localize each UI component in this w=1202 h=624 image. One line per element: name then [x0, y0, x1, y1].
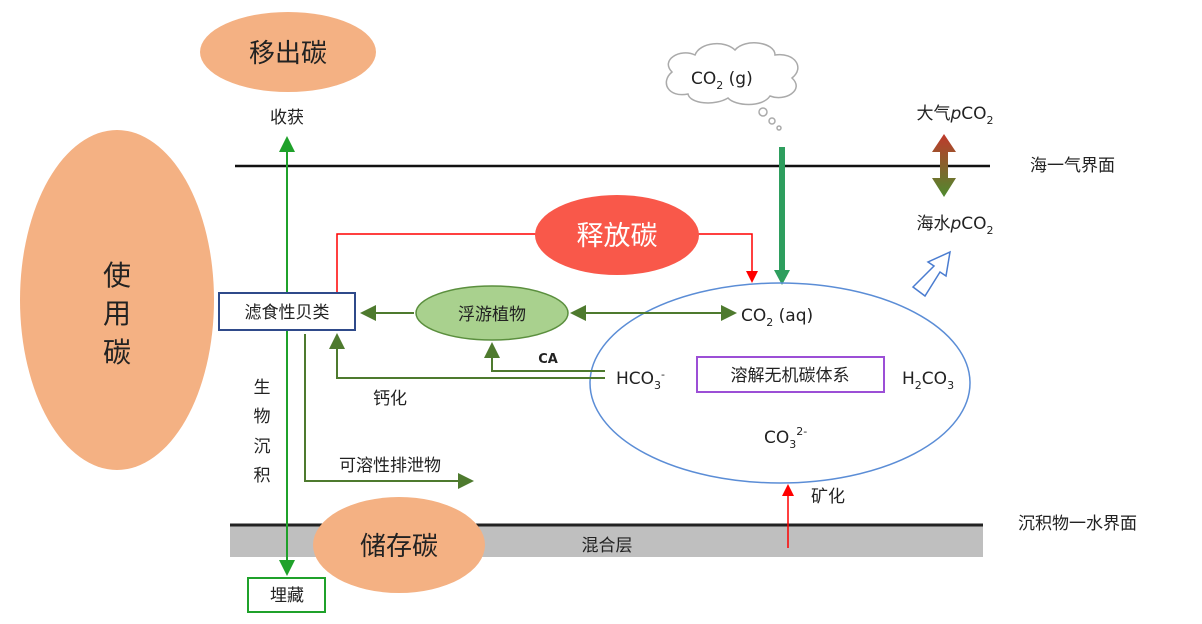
released-carbon-node: [535, 195, 699, 275]
ca-label: CA: [538, 352, 558, 367]
harvest-label: 收获: [270, 108, 304, 128]
filter-feeding-shellfish-box: [218, 292, 356, 331]
co2-gas-cloud: [665, 42, 799, 131]
mixed-layer-label: 混合层: [582, 536, 633, 556]
h2co3-label: H2CO3: [902, 369, 954, 392]
mineralization-label: 矿化: [811, 487, 845, 507]
calcification-label: 钙化: [373, 389, 407, 409]
bio-deposition-char: 物: [254, 407, 271, 427]
release-arrow-right: [695, 233, 758, 283]
seawater-pco2-label: 海水pCO2: [916, 214, 993, 237]
bio-deposition-char: 积: [254, 466, 271, 486]
sediment-water-interface-label: 沉积物一水界面: [1018, 514, 1137, 534]
used-carbon-char: 碳: [103, 336, 131, 369]
bio-deposition-char: 生: [254, 378, 271, 398]
ca-uptake-arrow: [484, 342, 605, 372]
soluble-excreta-label: 可溶性排泄物: [339, 456, 441, 476]
used-carbon-char: 用: [103, 297, 131, 330]
used-carbon-node: [20, 130, 214, 470]
filter-feeding-shellfish-label: 滤食性贝类: [245, 303, 330, 323]
sea-air-interface-label: 海一气界面: [1030, 156, 1115, 176]
atmospheric-pco2-label: 大气pCO2: [916, 104, 993, 127]
stored-carbon-node: [313, 497, 485, 593]
phytoplankton-node: [415, 285, 569, 341]
hco3-label: HCO3-: [616, 368, 665, 392]
used-carbon-char: 使: [103, 259, 131, 292]
calcification-arrow: [329, 333, 605, 379]
bio-deposition-char: 沉: [254, 437, 271, 457]
burial-label: 埋藏: [270, 586, 304, 606]
co3-label: CO32-: [764, 425, 807, 451]
stored-carbon-label: 储存碳: [360, 532, 438, 562]
pco2-exchange-double-arrow: [932, 134, 956, 197]
removed-carbon-label: 移出碳: [249, 39, 327, 69]
burial-box: [247, 577, 326, 613]
co2-gas-label: CO2 (g): [691, 69, 753, 92]
phytoplankton-label: 浮游植物: [458, 305, 526, 325]
dic-system-label: 溶解无机碳体系: [731, 366, 850, 386]
co2-dissolution-arrowhead: [774, 270, 790, 285]
co2-aq-label: CO2 (aq): [741, 306, 813, 329]
soluble-excreta-arrow: [304, 334, 474, 489]
removed-carbon-node: [200, 12, 376, 92]
release-line-left: [336, 233, 540, 293]
hollow-up-arrow: [911, 250, 951, 298]
dic-system-box: [696, 356, 885, 393]
dic-ellipse: [589, 282, 971, 484]
released-carbon-label: 释放碳: [577, 221, 658, 252]
